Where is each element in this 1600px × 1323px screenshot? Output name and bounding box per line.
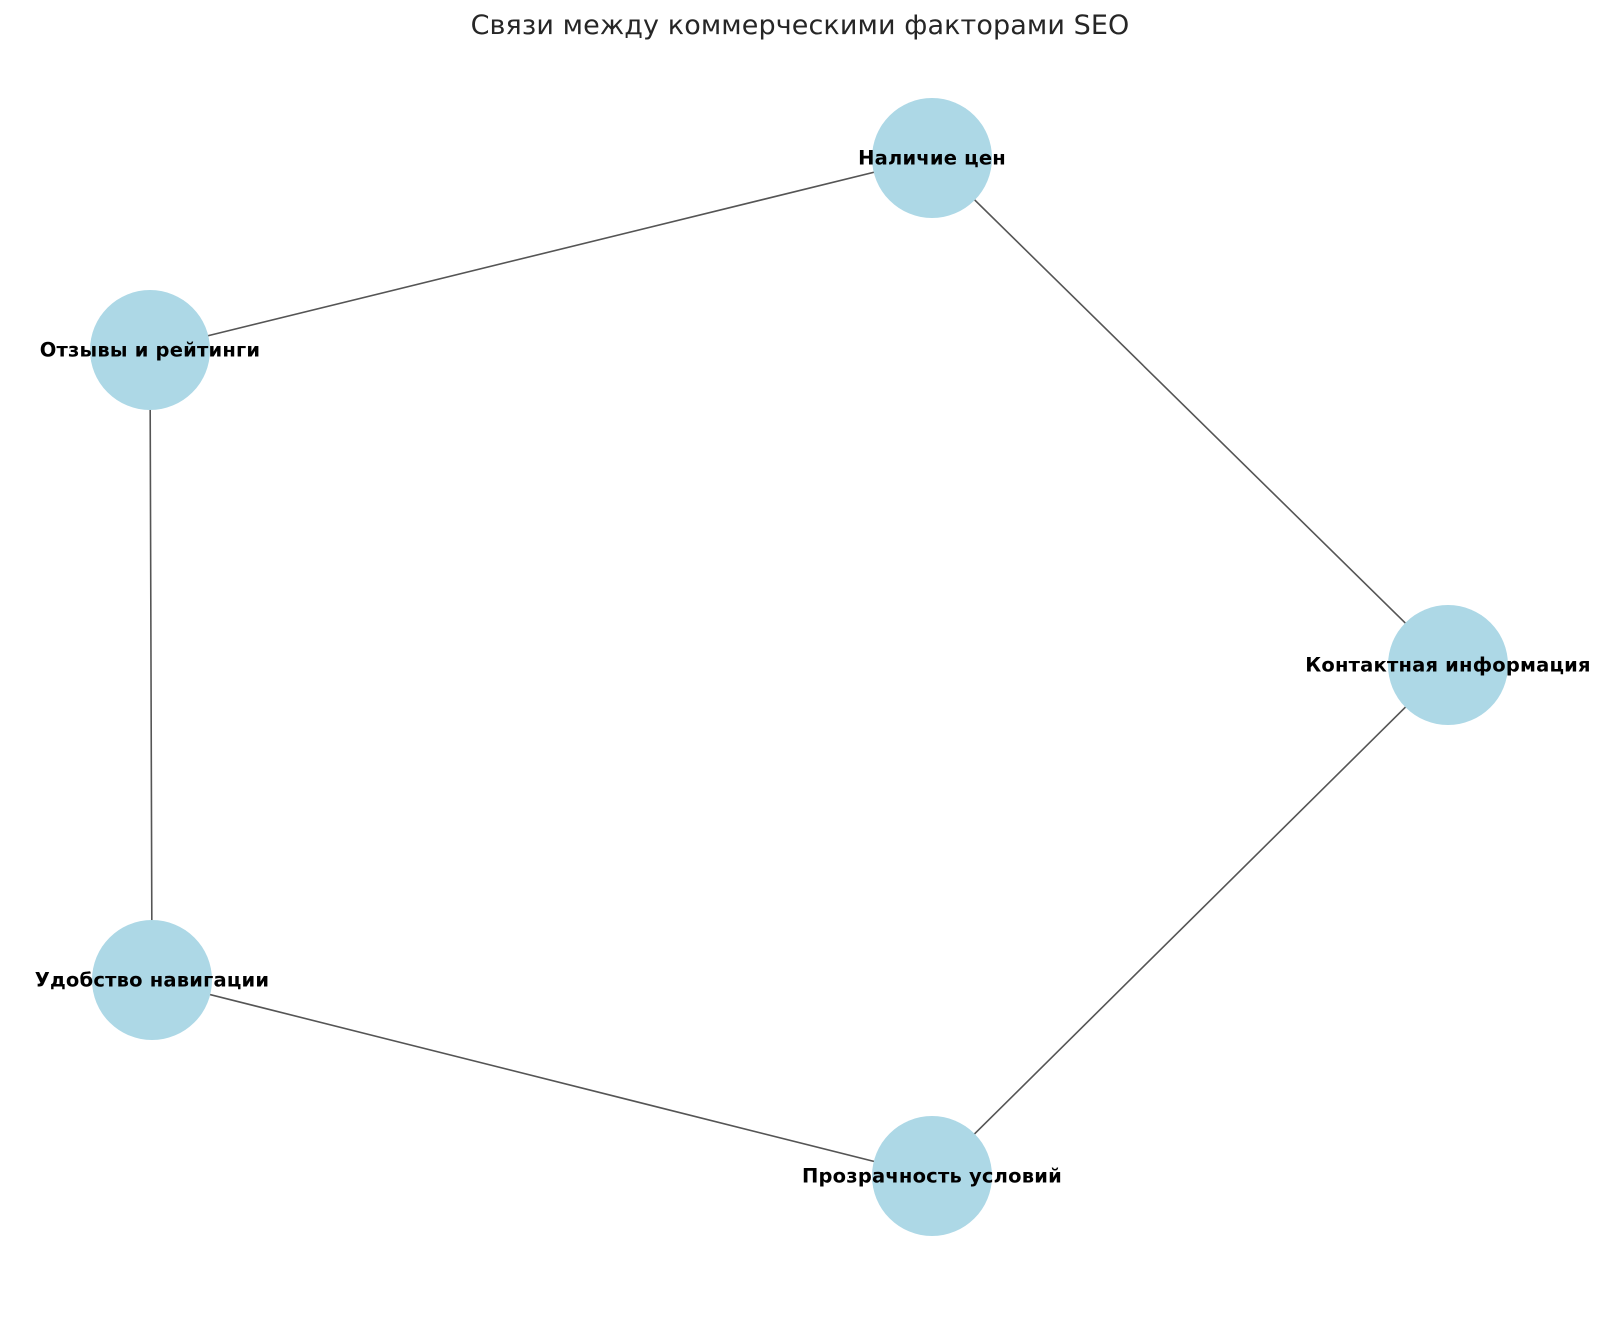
chart-title: Связи между коммерческими факторами SEO bbox=[470, 10, 1130, 41]
graph-node-contacts[interactable] bbox=[1388, 605, 1508, 725]
graph-edge-prices-contacts bbox=[931, 157, 1449, 666]
graph-node-prices[interactable] bbox=[872, 98, 992, 218]
graph-edge-reviews-prices bbox=[149, 157, 933, 351]
graph-edge-terms-navigation bbox=[151, 979, 933, 1177]
graph-node-navigation[interactable] bbox=[92, 920, 212, 1040]
graph-edge-contacts-terms bbox=[931, 664, 1449, 1177]
node-layer bbox=[90, 98, 1508, 1236]
edge-layer bbox=[149, 157, 1449, 1177]
graph-node-reviews[interactable] bbox=[90, 290, 210, 410]
graph-edge-navigation-reviews bbox=[149, 349, 153, 981]
graph-node-terms[interactable] bbox=[872, 1116, 992, 1236]
